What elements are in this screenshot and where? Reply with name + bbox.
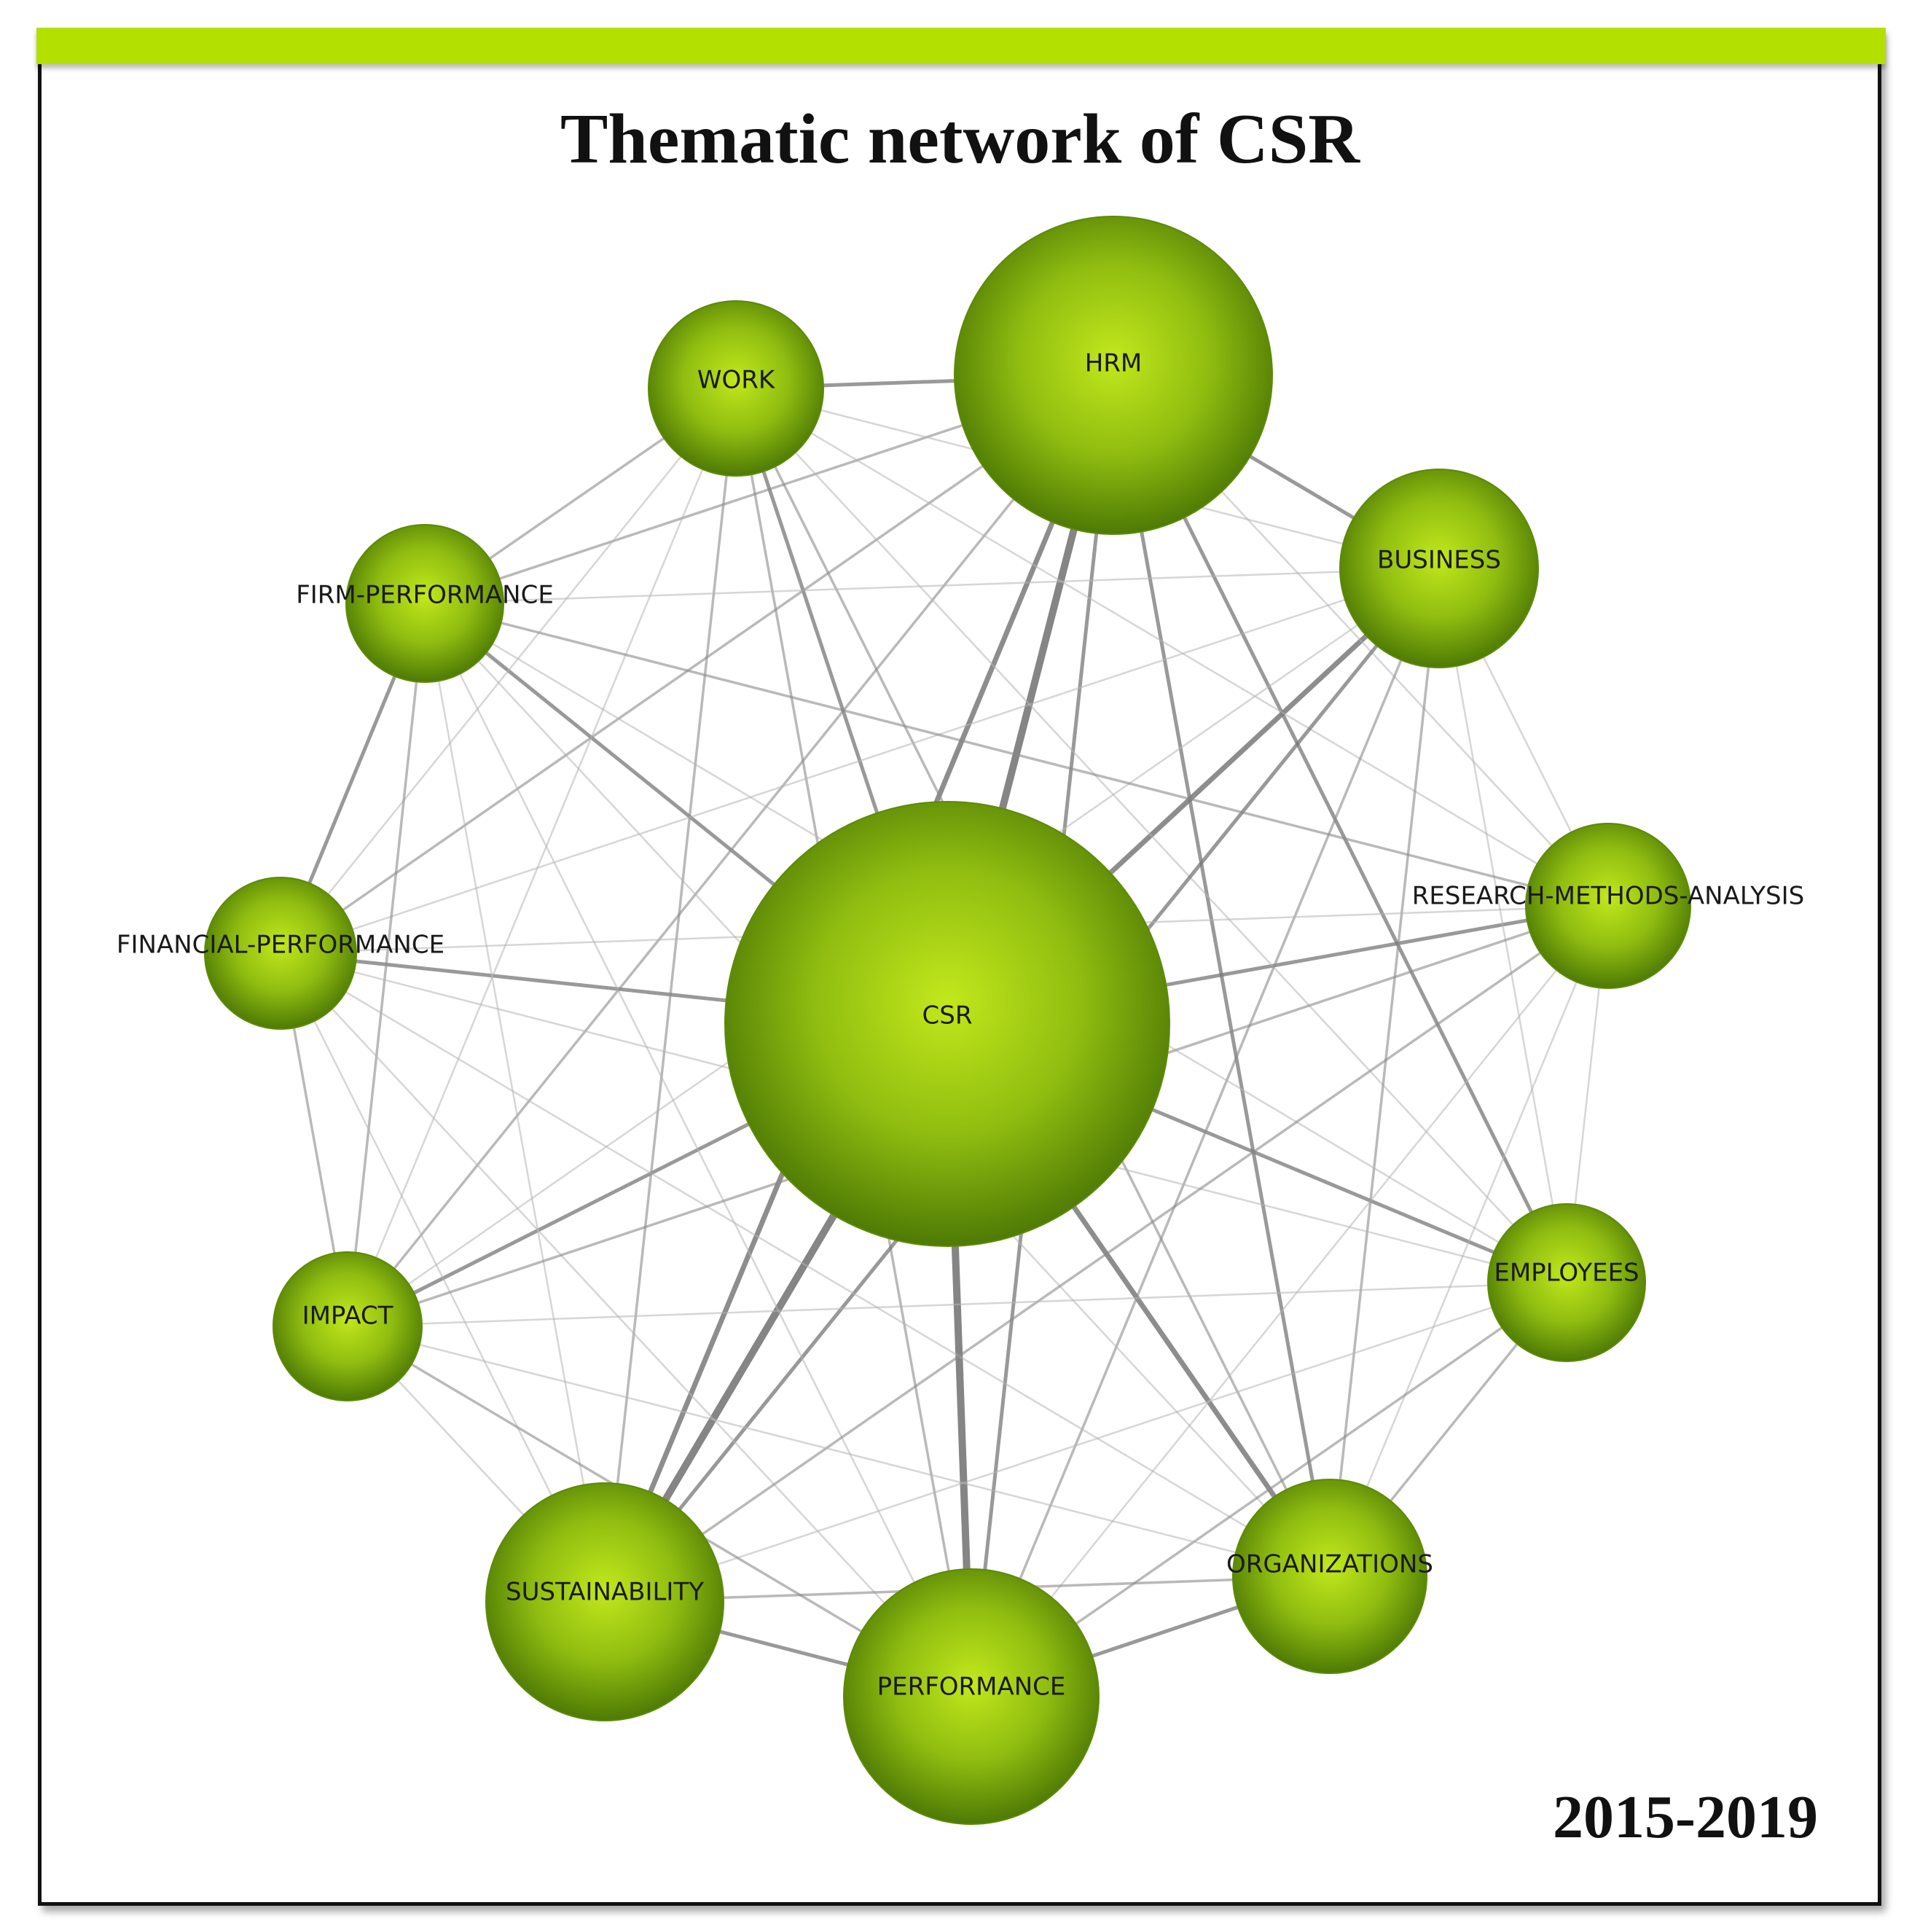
- edge-hrm-employees: [1111, 374, 1569, 1284]
- node-circle: [954, 216, 1273, 535]
- node-employees: EMPLOYEES: [1487, 1203, 1646, 1362]
- edge-business-organizations: [1328, 568, 1441, 1577]
- node-circle: [724, 801, 1170, 1247]
- node-circle: [1525, 823, 1691, 989]
- edge-hrm-organizations: [1111, 375, 1332, 1577]
- edge-financial-performance-performance: [280, 953, 972, 1697]
- edge-firm-performance-performance: [423, 603, 973, 1697]
- node-circle: [1487, 1203, 1646, 1362]
- node-impact: IMPACT: [273, 1251, 423, 1401]
- node-label: HRM: [1085, 349, 1143, 378]
- node-research-methods-analysis: RESEARCH-METHODS-ANALYSIS: [1412, 823, 1804, 989]
- edge-work-impact: [346, 388, 737, 1327]
- period-label: 2015-2019: [1553, 1783, 1818, 1851]
- node-circle: [648, 300, 824, 477]
- accent-bar: [36, 28, 1886, 64]
- node-hrm: HRM: [954, 216, 1273, 535]
- diagram-title: Thematic network of CSR: [560, 100, 1360, 179]
- edge-research-methods-analysis-performance: [971, 905, 1609, 1697]
- edge-work-sustainability: [603, 388, 737, 1603]
- edge-work-research-methods-analysis: [735, 387, 1609, 907]
- edge-financial-performance-sustainability: [279, 953, 606, 1603]
- edge-financial-performance-organizations: [280, 952, 1331, 1578]
- edge-business-employees: [1438, 568, 1568, 1283]
- edge-research-methods-analysis-organizations: [1328, 905, 1610, 1577]
- edge-business-performance: [970, 568, 1441, 1697]
- edge-business-financial-performance: [280, 567, 1440, 955]
- node-circle: [1339, 469, 1539, 668]
- node-circle: [485, 1482, 724, 1721]
- node-label: BUSINESS: [1377, 546, 1501, 575]
- node-circle: [204, 877, 357, 1030]
- edge-employees-impact: [347, 1281, 1567, 1328]
- node-business: BUSINESS: [1339, 469, 1539, 668]
- node-circle: [273, 1251, 423, 1401]
- node-label: WORK: [697, 366, 776, 395]
- node-csr: CSR: [724, 801, 1170, 1247]
- node-label: SUSTAINABILITY: [506, 1578, 704, 1607]
- edge-work-employees: [735, 388, 1567, 1283]
- edge-hrm-financial-performance: [280, 374, 1114, 955]
- node-circle: [1232, 1479, 1427, 1674]
- node-label: IMPACT: [302, 1302, 393, 1331]
- node-label: FIRM-PERFORMANCE: [296, 581, 554, 610]
- node-label: PERFORMANCE: [877, 1673, 1066, 1702]
- node-label: EMPLOYEES: [1494, 1259, 1639, 1288]
- node-label: FINANCIAL-PERFORMANCE: [117, 931, 444, 960]
- edge-employees-sustainability: [604, 1281, 1567, 1603]
- node-firm-performance: FIRM-PERFORMANCE: [296, 524, 554, 683]
- edge-business-firm-performance: [424, 567, 1440, 605]
- edge-firm-performance-research-methods-analysis: [424, 602, 1609, 907]
- node-label: ORGANIZATIONS: [1226, 1550, 1433, 1579]
- node-circle: [345, 524, 504, 683]
- edge-research-methods-analysis-sustainability: [604, 904, 1609, 1603]
- edge-work-financial-performance: [280, 388, 737, 954]
- node-label: CSR: [922, 1001, 973, 1030]
- nodes-layer: CSR HRM WORK BUSINESS FIRM-PERFORMANCE RESEAR…: [117, 216, 1804, 1825]
- node-organizations: ORGANIZATIONS: [1226, 1479, 1433, 1674]
- node-sustainability: SUSTAINABILITY: [485, 1482, 724, 1721]
- edge-hrm-impact: [346, 374, 1115, 1328]
- node-work: WORK: [648, 300, 824, 477]
- node-circle: [843, 1568, 1100, 1825]
- node-label: RESEARCH-METHODS-ANALYSIS: [1412, 882, 1804, 911]
- node-performance: PERFORMANCE: [843, 1568, 1100, 1825]
- edge-impact-organizations: [347, 1325, 1331, 1578]
- edge-firm-performance-sustainability: [423, 603, 606, 1603]
- edge-firm-performance-impact: [346, 603, 426, 1327]
- node-financial-performance: FINANCIAL-PERFORMANCE: [117, 877, 444, 1030]
